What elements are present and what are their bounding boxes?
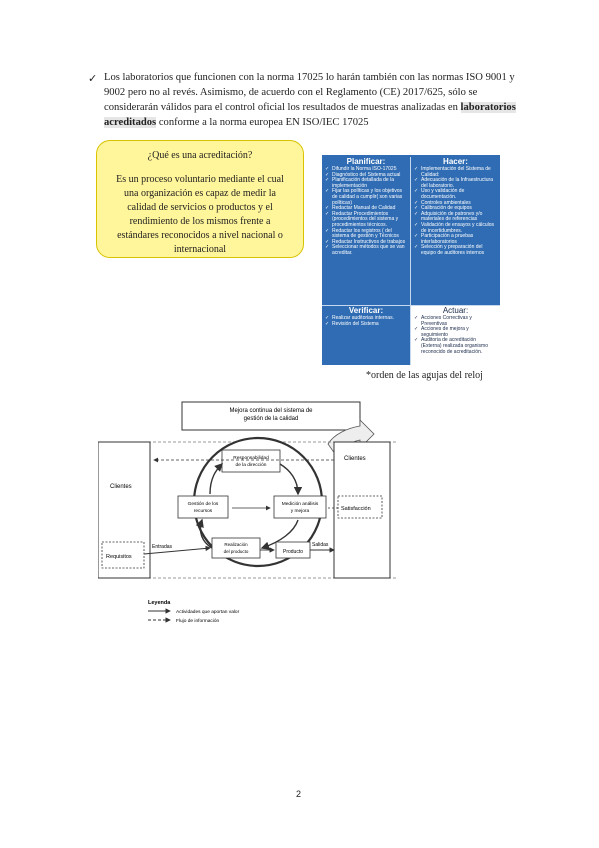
mejora-box xyxy=(181,401,361,431)
pdca-item: Diagnóstico del Sistema actual xyxy=(325,172,407,179)
realizacion-text-2: del producto xyxy=(224,549,249,554)
pdca-item: Fijar las políticas y los objetivos de c… xyxy=(325,189,407,206)
legend-dashed-label: Flujo de información xyxy=(176,618,220,624)
medicion-text-2: y mejora xyxy=(291,508,310,514)
responsabilidad-box xyxy=(221,449,281,473)
entradas-arrow xyxy=(143,545,211,555)
clientes-right-label: Clientes xyxy=(344,456,366,462)
gestion-text-2: recursos xyxy=(194,508,213,514)
pdca-item: Revisión del Sistema xyxy=(325,321,407,328)
pdca-item: Realizar auditorias internas. xyxy=(325,315,407,322)
responsabilidad-text-2: de la dirección xyxy=(236,462,267,468)
pdca-hacer: Hacer: Implementación del Sistema de Cal… xyxy=(411,157,500,305)
satisfaccion-label: Satisfacción xyxy=(341,506,371,512)
pdca-actuar: Actuar: Acciones Correctivas y Preventiv… xyxy=(411,305,500,365)
satisfaccion-box xyxy=(337,495,383,519)
requisitos-label: Requisitos xyxy=(106,554,132,560)
planificar-title: Planificar: xyxy=(346,157,386,166)
pdca-item: Adquisición de patrones y/o materiales d… xyxy=(414,211,497,223)
gestion-text-1: Gestión de los xyxy=(188,501,219,507)
pdca-item: Controles ambientales xyxy=(414,200,497,207)
salidas-label: Salidas xyxy=(312,542,329,548)
callout-question: ¿Qué es una acreditación? xyxy=(147,150,253,161)
pdca-cycle-box: Planificar: Difundir la Norma ISO-17025D… xyxy=(322,155,500,365)
legend-solid-label: Actividades que aportan valor xyxy=(176,609,240,615)
pdca-item: Auditoria de acreditación (Externa) real… xyxy=(414,338,497,355)
cycle-arrow-3 xyxy=(260,519,299,550)
cycle-arrow-1 xyxy=(209,463,223,495)
pdca-item: Participación a pruebas interlaboratorio… xyxy=(414,233,497,245)
pdca-item: Difundir la Norma ISO-17025 xyxy=(325,166,407,173)
pdca-item: Redactar Manual de Calidad xyxy=(325,206,407,212)
pdca-item: Uso y validación de documentación. xyxy=(414,189,497,200)
gestion-box xyxy=(177,495,229,519)
verificar-title: Verificar: xyxy=(348,306,384,315)
hacer-list: Implementación del Sistema de Calidad:Ad… xyxy=(414,166,497,257)
mejora-text-2: gestión de la calidad xyxy=(244,416,299,422)
producto-label: Producto xyxy=(283,549,303,555)
pdca-item: Redactar los registros ( del sistema de … xyxy=(325,228,407,240)
cycle-arrow-2 xyxy=(279,463,303,496)
realizacion-box xyxy=(211,537,261,559)
paragraph-text: Los laboratorios que funcionen con la no… xyxy=(104,72,515,113)
responsabilidad-text-1: Responsabilidad xyxy=(233,455,269,461)
requisitos-box xyxy=(101,541,145,569)
mejora-text-1: Mejora continua del sistema de xyxy=(229,408,313,414)
pdca-item: Redactar Procedimientos (procedimientos … xyxy=(325,211,407,229)
pdca-item: Acciones Correctivas y Preventivas xyxy=(414,315,497,327)
verificar-list: Realizar auditorias internas.Revisión de… xyxy=(325,315,407,328)
pdca-item: Adecuación de la Infraestructura del lab… xyxy=(414,177,497,189)
medicion-box xyxy=(273,495,327,519)
planificar-list: Difundir la Norma ISO-17025Diagnóstico d… xyxy=(325,166,407,257)
pdca-item: Redactar Instructivos de trabajos xyxy=(325,239,407,246)
pdca-item: Planificación detallada de la implementa… xyxy=(325,177,407,189)
legend-title: Leyenda xyxy=(148,600,171,606)
pdca-item: Selección y preparación del equipo de au… xyxy=(414,244,497,256)
actuar-title: Actuar: xyxy=(442,306,469,315)
entradas-label: Entradas xyxy=(152,544,173,550)
pdca-planificar: Planificar: Difundir la Norma ISO-17025D… xyxy=(322,157,411,305)
callout-answer: Es un proceso voluntario mediante el cua… xyxy=(116,174,284,255)
definition-callout: ¿Qué es una acreditación? Es un proceso … xyxy=(96,140,304,258)
pdca-item: Seleccionar métodos que se van acreditar… xyxy=(325,244,407,256)
actuar-list: Acciones Correctivas y PreventivasAccion… xyxy=(414,315,497,355)
pdca-item: Acciones de mejora y seguimiento xyxy=(414,326,497,338)
realizacion-text-1: Realización xyxy=(224,542,248,547)
quality-process-diagram: Mejora continua del sistema de gestión d… xyxy=(98,401,398,624)
check-icon: ✓ xyxy=(88,72,98,85)
medicion-text-1: Medición análisis xyxy=(282,501,319,507)
pdca-verificar: Verificar: Realizar auditorias internas.… xyxy=(322,305,411,365)
hacer-title: Hacer: xyxy=(443,157,468,166)
intro-paragraph: Los laboratorios que funcionen con la no… xyxy=(104,70,524,130)
paragraph-text-end: conforme a la norma europea EN ISO/IEC 1… xyxy=(156,117,369,128)
figure-caption: *orden de las agujas del reloj xyxy=(366,370,483,381)
pdca-item: Calibración de equipos xyxy=(414,206,497,212)
page-number: 2 xyxy=(296,789,302,799)
pdca-item: Implementación del Sistema de Calidad: xyxy=(414,166,497,178)
clientes-left-label: Clientes xyxy=(110,484,132,490)
pdca-item: Validación de ensayos y cálculos de ince… xyxy=(414,222,497,234)
